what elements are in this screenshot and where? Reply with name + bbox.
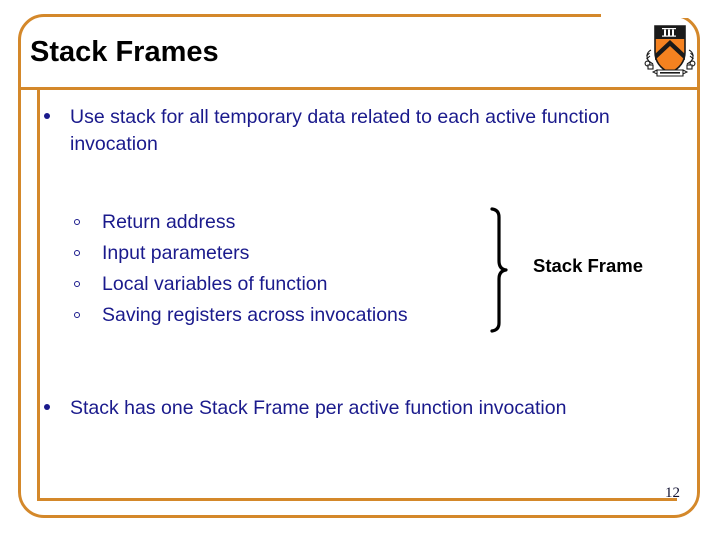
frame-corner-mask	[601, 8, 705, 18]
bullet-text: Use stack for all temporary data related…	[70, 106, 610, 155]
list-item-label: Return address	[102, 211, 236, 233]
list-item-label: Saving registers across invocations	[102, 304, 408, 326]
slide-border-frame	[18, 14, 700, 518]
bullet-circle-icon	[74, 281, 80, 287]
bullet-text: Stack has one Stack Frame per active fun…	[70, 397, 567, 419]
bullet-disc-icon	[44, 404, 50, 410]
list-item-label: Input parameters	[102, 242, 250, 264]
inner-bottom-rule	[37, 498, 677, 501]
page-number: 12	[665, 485, 680, 501]
curly-brace-icon	[488, 206, 514, 334]
list-item: Saving registers across invocations	[74, 300, 494, 331]
page-title: Stack Frames	[30, 36, 219, 68]
bullet-disc-icon	[44, 113, 50, 119]
list-item: Local variables of function	[74, 269, 494, 300]
bullet-item: Use stack for all temporary data related…	[44, 104, 654, 158]
bullet-circle-icon	[74, 219, 80, 225]
bullet-circle-icon	[74, 250, 80, 256]
list-item: Input parameters	[74, 238, 494, 269]
title-divider-rule	[19, 87, 700, 90]
princeton-shield-logo	[641, 20, 699, 80]
list-item-label: Local variables of function	[102, 273, 328, 295]
bullet-circle-icon	[74, 312, 80, 318]
brace-label: Stack Frame	[533, 255, 644, 276]
sub-bullet-list: Return address Input parameters Local va…	[74, 207, 494, 331]
list-item: Return address	[74, 207, 494, 238]
bullet-item: Stack has one Stack Frame per active fun…	[44, 395, 624, 422]
inner-vertical-rule	[37, 89, 40, 501]
